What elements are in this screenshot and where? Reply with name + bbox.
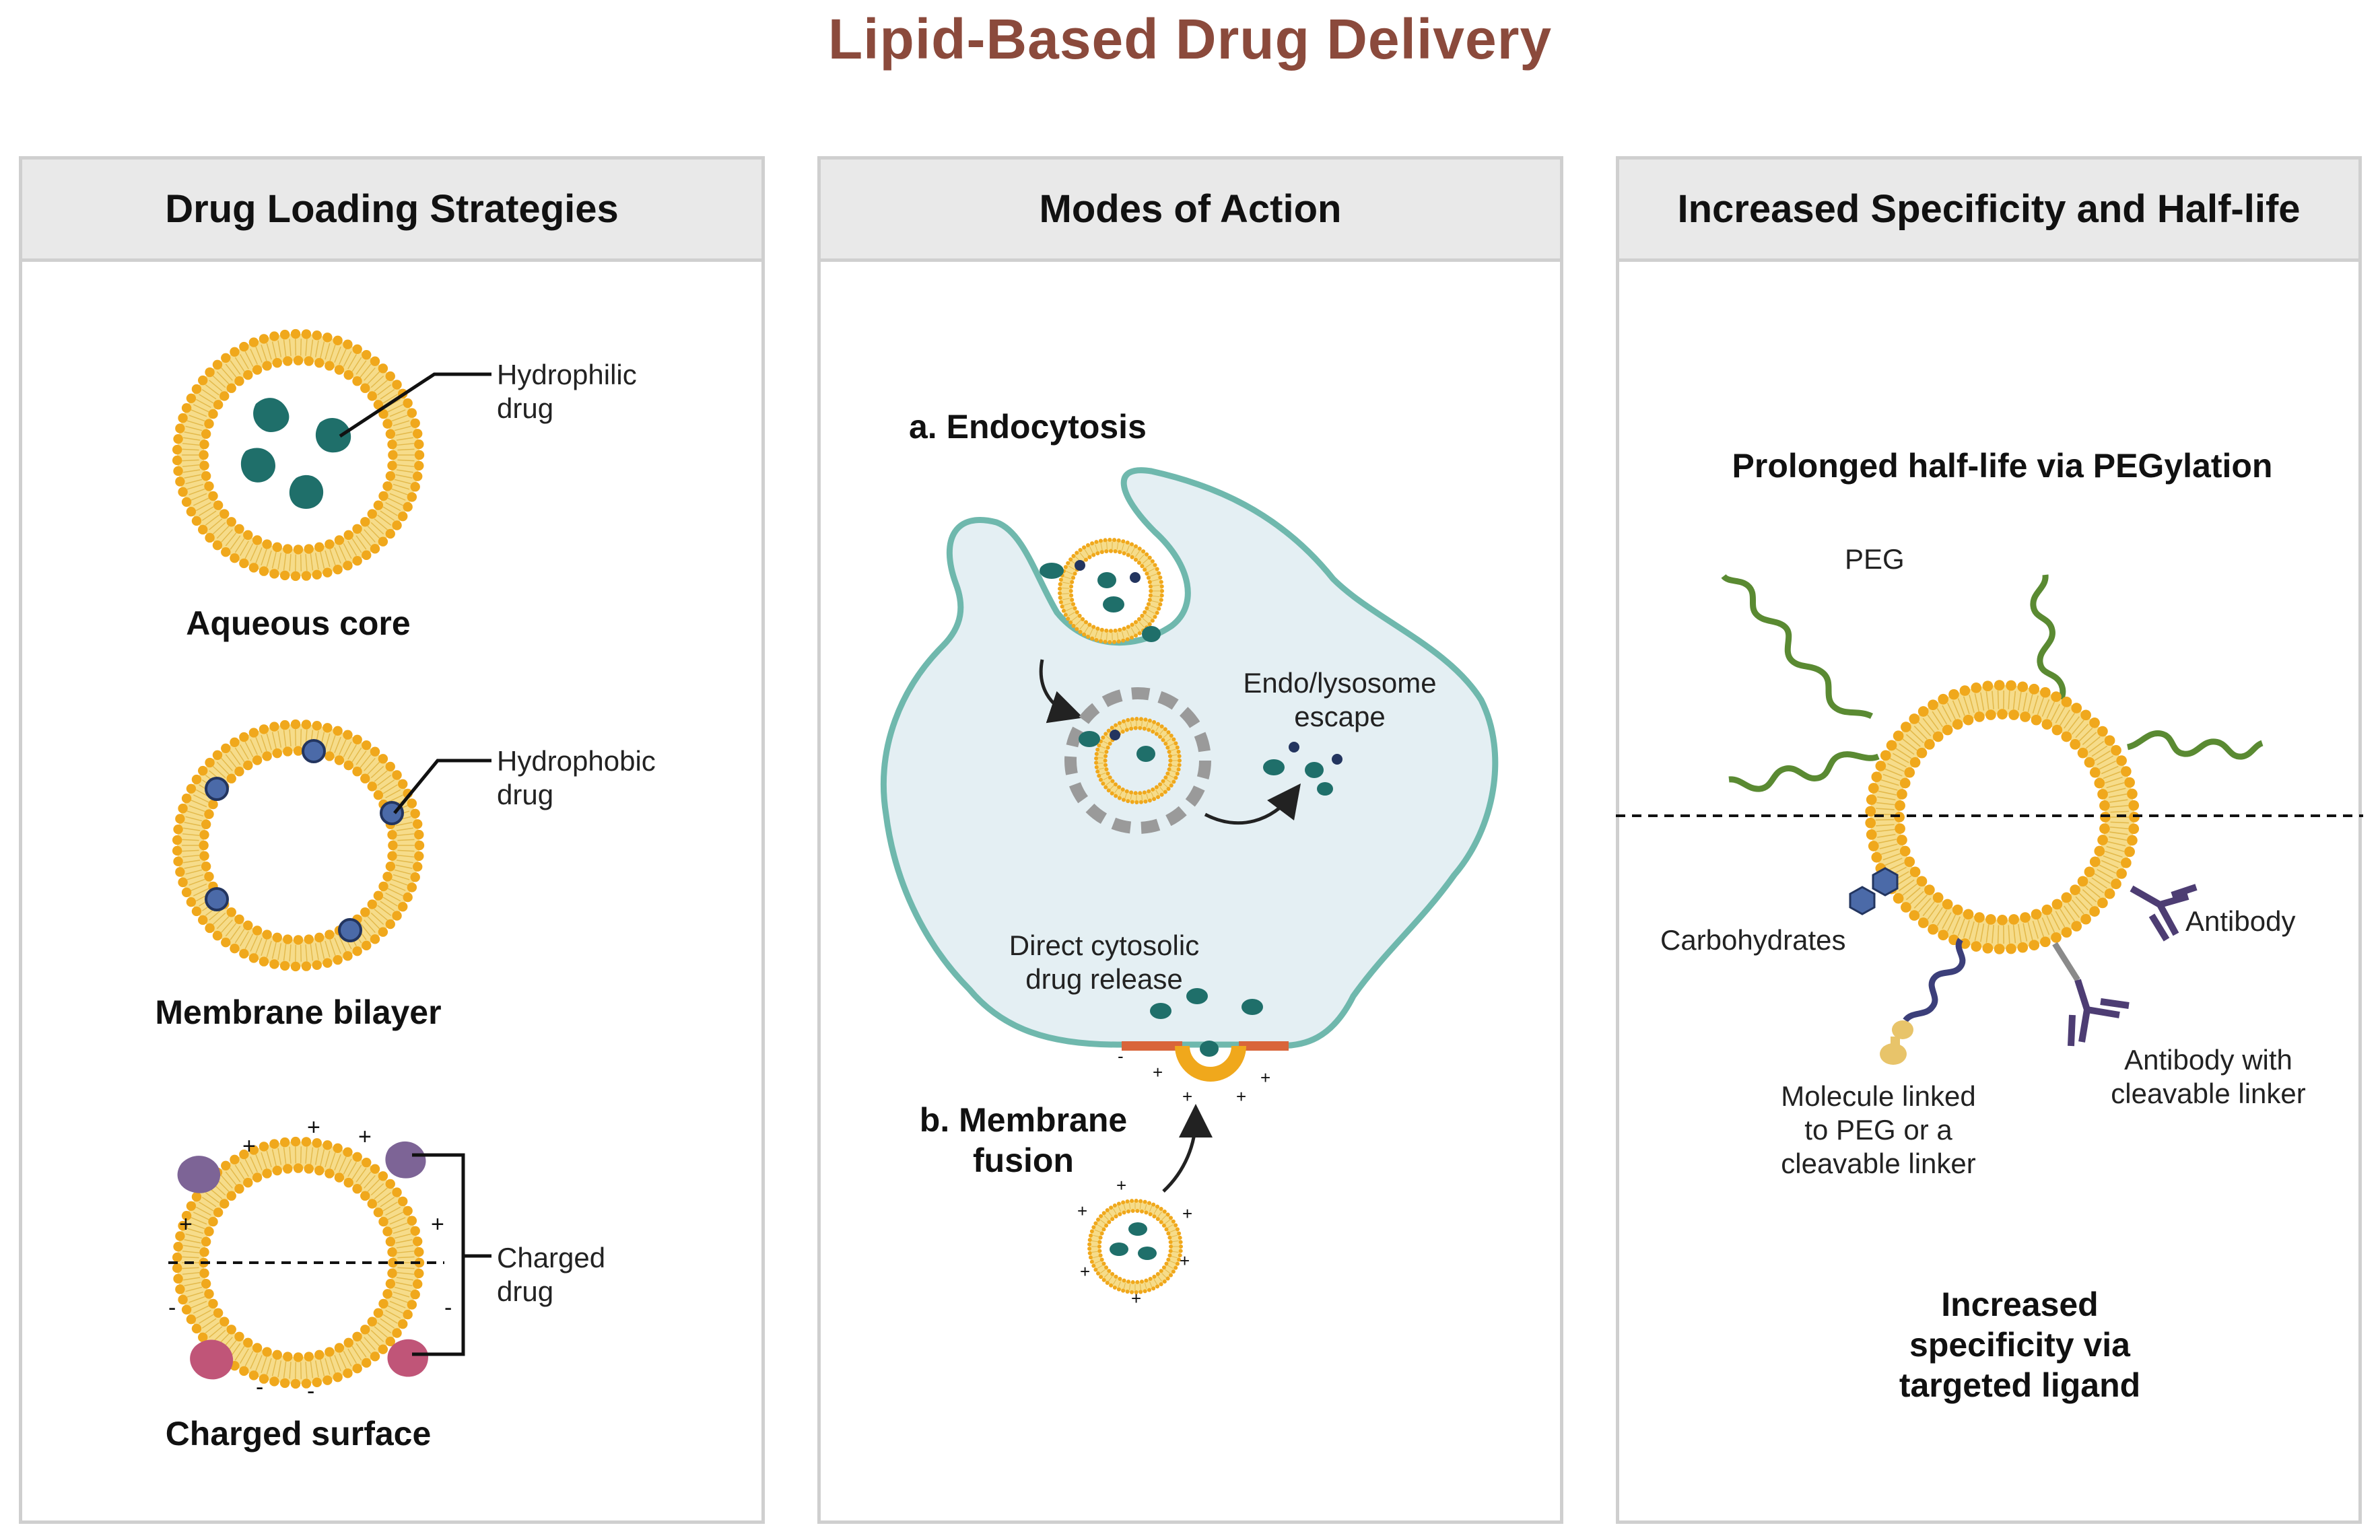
liposome-membrane-bilayer bbox=[172, 719, 425, 972]
arrow-escape bbox=[1204, 783, 1301, 825]
svg-text:-: - bbox=[168, 1295, 176, 1321]
drug-particles bbox=[240, 398, 351, 509]
fusing-liposome bbox=[1087, 1199, 1183, 1294]
label-membrane-bilayer: Membrane bilayer bbox=[155, 993, 442, 1031]
label-hydrophilic-drug: Hydrophilic drug bbox=[497, 359, 637, 424]
arrow-to-endosome bbox=[1039, 659, 1083, 724]
svg-text:+: + bbox=[1116, 1175, 1126, 1195]
svg-text:+: + bbox=[1182, 1086, 1192, 1107]
label-pegylation: Prolonged half-life via PEGylation bbox=[1732, 447, 2273, 485]
arrow-fusion bbox=[1162, 1104, 1213, 1193]
charged-drug-positive bbox=[385, 1141, 426, 1179]
svg-text:+: + bbox=[307, 1115, 320, 1140]
hydrophobic-drug bbox=[338, 918, 362, 942]
label-hydrophobic-drug: Hydrophobic drug bbox=[497, 745, 656, 810]
svg-text:+: + bbox=[1153, 1062, 1163, 1082]
label-targeted-ligand: Increased specificity via targeted ligan… bbox=[1899, 1286, 2141, 1404]
hydrophilic-drug bbox=[253, 398, 290, 432]
svg-text:+: + bbox=[1260, 1068, 1270, 1088]
svg-text:-: - bbox=[444, 1295, 452, 1321]
liposome-targeted bbox=[1865, 680, 2140, 954]
label-aqueous-core: Aqueous core bbox=[186, 604, 411, 642]
peg-chain bbox=[2126, 730, 2264, 760]
svg-text:+: + bbox=[431, 1212, 444, 1237]
leader-line bbox=[393, 759, 491, 814]
charged-drugs bbox=[177, 1141, 428, 1380]
endosome bbox=[1064, 687, 1211, 834]
panel-heading: Modes of Action bbox=[821, 160, 1560, 262]
label-endo-lysosome-escape: Endo/lysosome escape bbox=[1243, 667, 1437, 732]
svg-text:-: - bbox=[256, 1374, 263, 1400]
svg-text:+: + bbox=[1131, 1288, 1141, 1308]
label-peg: PEG bbox=[1845, 543, 1905, 575]
hydrophilic-drug bbox=[289, 475, 324, 509]
linked-molecule bbox=[1880, 1020, 1913, 1065]
label-charged-surface: Charged surface bbox=[165, 1415, 432, 1452]
svg-text:+: + bbox=[1080, 1261, 1090, 1282]
charged-drug-negative bbox=[387, 1339, 428, 1377]
carbohydrates bbox=[1849, 867, 1899, 915]
svg-text:-: - bbox=[307, 1378, 314, 1404]
hydrophobic-drugs bbox=[205, 739, 404, 942]
label-charged-drug: Charged drug bbox=[497, 1242, 606, 1307]
peg-chain bbox=[2030, 574, 2066, 721]
charged-drug-positive bbox=[177, 1156, 221, 1193]
hydrophobic-drug bbox=[205, 887, 229, 911]
cleavable-linker bbox=[2052, 942, 2080, 982]
hydrophilic-drug bbox=[315, 418, 351, 453]
peg-chain bbox=[1721, 573, 1874, 720]
label-endocytosis: a. Endocytosis bbox=[909, 408, 1147, 446]
hydrophilic-drug bbox=[240, 448, 275, 483]
linker-wavy bbox=[1903, 938, 1966, 1023]
svg-text:-: - bbox=[1118, 1046, 1124, 1066]
svg-text:+: + bbox=[1236, 1086, 1246, 1107]
hydrophobic-drug bbox=[205, 777, 229, 801]
panel-heading: Drug Loading Strategies bbox=[22, 160, 761, 262]
antibody-cleavable bbox=[2068, 979, 2130, 1047]
charged-drug-negative bbox=[190, 1339, 234, 1380]
svg-text:+: + bbox=[242, 1133, 256, 1159]
svg-text:+: + bbox=[1077, 1201, 1087, 1221]
svg-text:+: + bbox=[358, 1124, 372, 1150]
panel-specificity: Increased Specificity and Half-life bbox=[1616, 156, 2362, 1524]
liposome-in-endosome bbox=[1094, 717, 1182, 804]
page-title: Lipid-Based Drug Delivery bbox=[827, 7, 1553, 71]
svg-text:+: + bbox=[1182, 1203, 1192, 1224]
label-direct-cytosolic-release: Direct cytosolic drug release bbox=[1009, 930, 1200, 995]
hydrophobic-drug bbox=[302, 739, 326, 763]
fused-liposome bbox=[1175, 1045, 1246, 1082]
charge-signs: + + + + + - - - - bbox=[168, 1115, 452, 1404]
label-antibody-cleavable: Antibody with cleavable linker bbox=[2111, 1044, 2306, 1109]
svg-text:+: + bbox=[179, 1212, 193, 1237]
svg-text:+: + bbox=[1180, 1251, 1190, 1271]
label-molecule-linked: Molecule linked to PEG or a cleavable li… bbox=[1781, 1080, 1976, 1179]
label-carbohydrates: Carbohydrates bbox=[1660, 924, 1846, 956]
label-membrane-fusion: b. Membrane fusion bbox=[919, 1101, 1128, 1179]
liposome-aqueous-core bbox=[172, 328, 425, 582]
peg-chain bbox=[1728, 751, 1880, 792]
leader-line bbox=[339, 372, 491, 438]
antibody bbox=[2130, 884, 2198, 942]
panel-heading: Increased Specificity and Half-life bbox=[1619, 160, 2358, 262]
label-antibody: Antibody bbox=[2185, 905, 2296, 937]
